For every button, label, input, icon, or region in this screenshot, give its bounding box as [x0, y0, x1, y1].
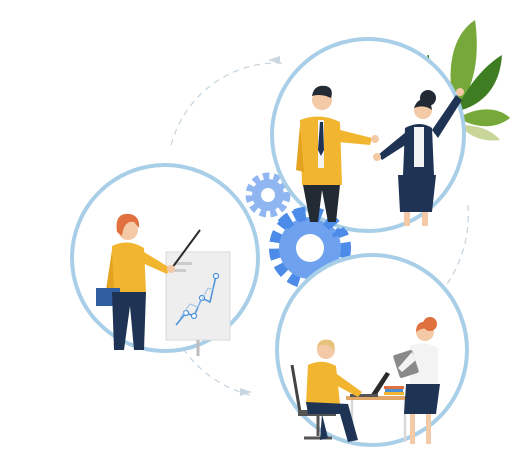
ring-arrow-bottom: [240, 388, 252, 396]
pointer-stick: [171, 229, 201, 269]
flipchart-board: [165, 251, 231, 356]
presenter-figure: [96, 213, 175, 350]
presenter-scene: [96, 213, 231, 356]
leaves-icon: [427, 20, 510, 141]
laptop-icon: [350, 372, 390, 397]
office-work-scene: [290, 317, 440, 444]
ring-arrow-top: [268, 56, 280, 64]
handshake-scene: [296, 85, 464, 226]
gear-small-icon: [245, 172, 291, 218]
woman-figure: [373, 88, 464, 226]
standing-woman-figure: [393, 317, 440, 444]
circle-ring-bottom: [275, 253, 469, 447]
man-figure: [296, 85, 379, 222]
seated-man-figure: [306, 339, 362, 442]
